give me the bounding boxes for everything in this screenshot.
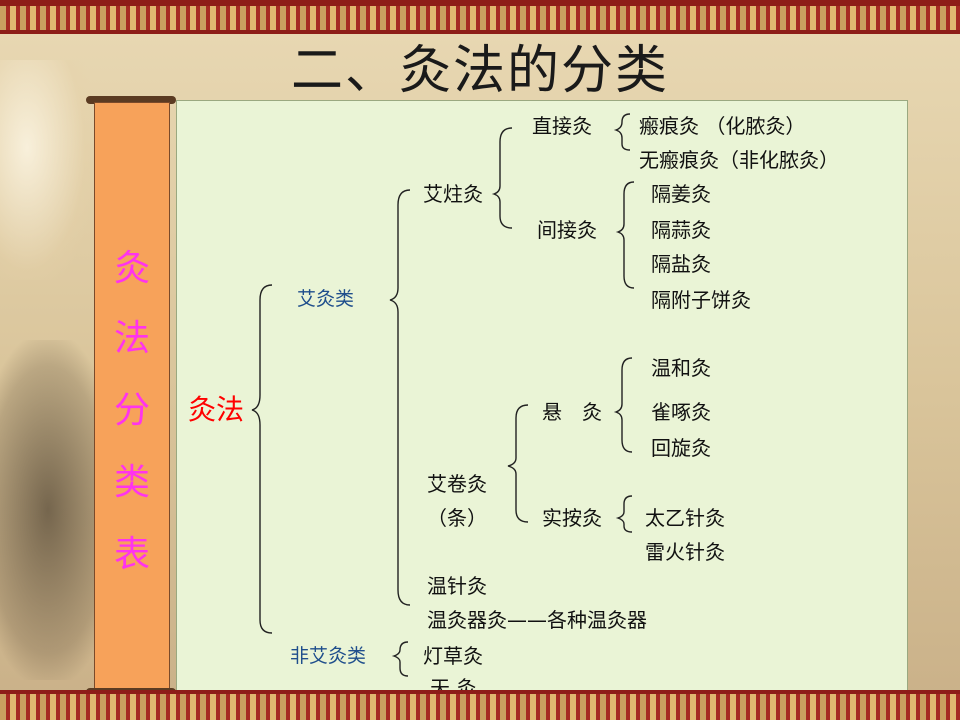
decorative-top-border xyxy=(0,0,960,34)
jianjie-item: 隔姜灸 xyxy=(651,182,711,206)
aijuan-node: 艾卷灸 xyxy=(427,472,487,496)
zhijie-node: 直接灸 xyxy=(532,114,592,138)
classification-panel xyxy=(176,100,908,694)
wenzhen-node: 温针灸 xyxy=(427,574,487,598)
side-label-char: 灸 xyxy=(113,248,150,289)
xuan-node: 悬 灸 xyxy=(542,400,602,424)
shian-item: 雷火针灸 xyxy=(645,540,725,564)
shian-node: 实按灸 xyxy=(542,506,602,530)
side-label-char: 分 xyxy=(113,390,150,431)
aijuan-sub-node: （条） xyxy=(427,506,487,530)
xuan-item: 温和灸 xyxy=(651,356,711,380)
slide-title: 二、灸法的分类 xyxy=(290,41,669,101)
background-hand-illustration xyxy=(0,60,90,280)
aizhu-node: 艾炷灸 xyxy=(423,182,483,206)
xuan-item: 雀啄灸 xyxy=(651,400,711,424)
non-ai-item: 灯草灸 xyxy=(423,644,483,668)
non-ai-category-node: 非艾灸类 xyxy=(290,645,367,667)
zhijie-item: 无瘢痕灸（非化脓灸） xyxy=(639,148,839,172)
side-label-char: 表 xyxy=(113,534,150,575)
shian-item: 太乙针灸 xyxy=(645,506,725,530)
decorative-bottom-border xyxy=(0,690,960,720)
root-node: 灸法 xyxy=(188,393,245,426)
scroll-top-rod xyxy=(86,96,176,104)
ai-category-node: 艾灸类 xyxy=(297,288,355,310)
jianjie-node: 间接灸 xyxy=(537,218,597,242)
jianjie-item: 隔蒜灸 xyxy=(651,218,711,242)
side-label-char: 法 xyxy=(113,318,150,359)
jianjie-item: 隔附子饼灸 xyxy=(651,288,751,312)
zhijie-item: 瘢痕灸 （化脓灸） xyxy=(639,114,806,138)
jianjie-item: 隔盐灸 xyxy=(651,252,711,276)
side-label-char: 类 xyxy=(113,462,150,503)
side-label-scroll: 灸 法 分 类 表 xyxy=(94,102,170,696)
xuan-item: 回旋灸 xyxy=(651,436,711,460)
wenjiuqi-node: 温灸器灸——各种温灸器 xyxy=(427,608,647,632)
